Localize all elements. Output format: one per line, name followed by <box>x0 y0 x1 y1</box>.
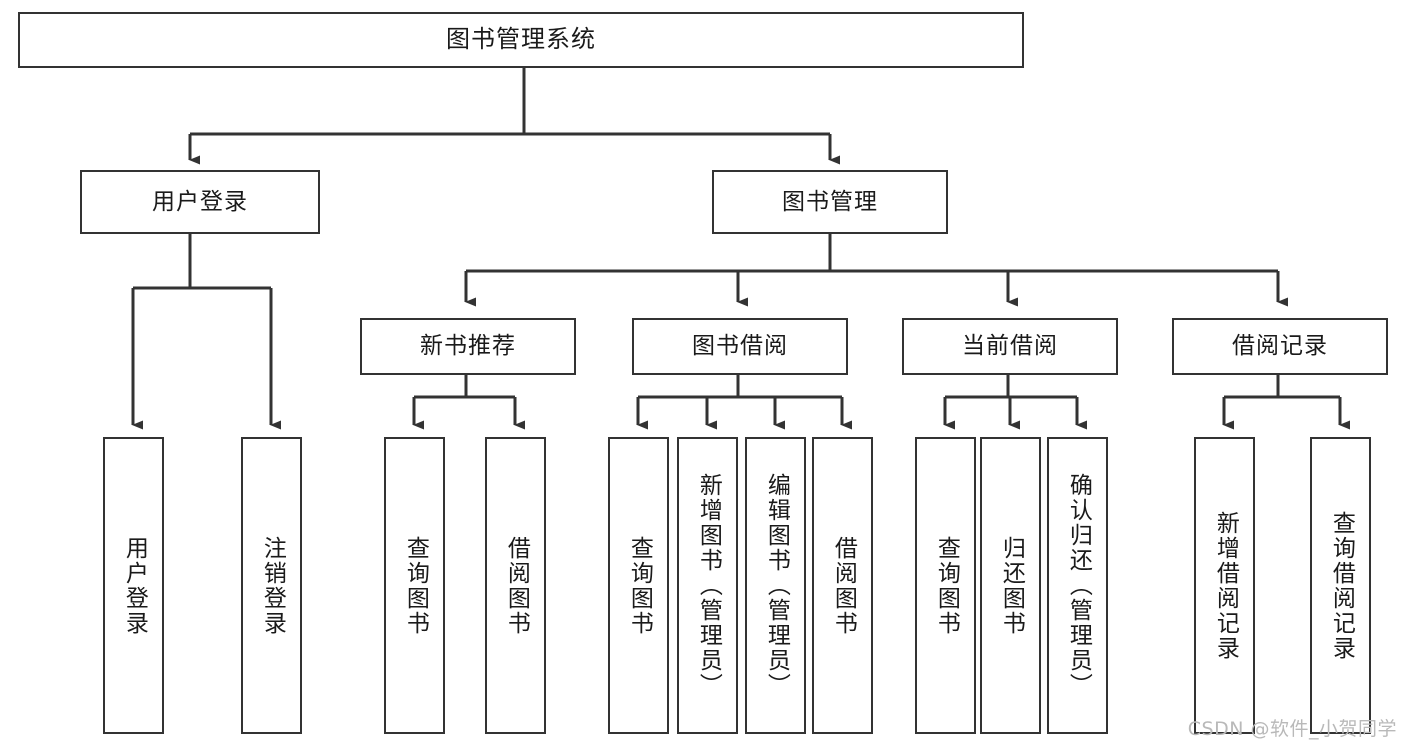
node-label: 归还图书 <box>998 535 1025 636</box>
node-new-book-recommend[interactable]: 新书推荐 <box>360 318 576 375</box>
node-label: 查询图书 <box>626 535 653 636</box>
leaf-user-login-logout[interactable]: 注销登录 <box>241 437 302 734</box>
node-label: 新增图书（管理员） <box>695 473 722 698</box>
node-book-borrow[interactable]: 图书借阅 <box>632 318 848 375</box>
node-label: 编辑图书（管理员） <box>763 473 790 698</box>
leaf-borrow-record-query[interactable]: 查询借阅记录 <box>1310 437 1371 734</box>
node-user-login[interactable]: 用户登录 <box>80 170 320 234</box>
node-label: 用户登录 <box>152 188 248 215</box>
node-label: 确认归还（管理员） <box>1065 473 1092 698</box>
node-label: 注销登录 <box>259 535 286 636</box>
node-label: 图书借阅 <box>692 333 788 360</box>
node-label: 图书管理系统 <box>446 25 596 54</box>
node-label: 图书管理 <box>782 188 878 215</box>
node-root-system[interactable]: 图书管理系统 <box>18 12 1024 68</box>
node-label: 新增借阅记录 <box>1212 510 1239 661</box>
leaf-book-borrow-query[interactable]: 查询图书 <box>608 437 669 734</box>
leaf-new-book-borrow[interactable]: 借阅图书 <box>485 437 546 734</box>
node-book-management[interactable]: 图书管理 <box>712 170 948 234</box>
node-label: 新书推荐 <box>420 333 516 360</box>
leaf-user-login-login[interactable]: 用户登录 <box>103 437 164 734</box>
node-label: 借阅图书 <box>830 535 857 636</box>
node-current-borrow[interactable]: 当前借阅 <box>902 318 1118 375</box>
leaf-current-borrow-confirm-return[interactable]: 确认归还（管理员） <box>1047 437 1108 734</box>
leaf-book-borrow-add[interactable]: 新增图书（管理员） <box>677 437 738 734</box>
leaf-book-borrow-borrow[interactable]: 借阅图书 <box>812 437 873 734</box>
node-label: 用户登录 <box>121 535 148 636</box>
node-label: 借阅记录 <box>1232 333 1328 360</box>
node-label: 查询借阅记录 <box>1328 510 1355 661</box>
node-borrow-record[interactable]: 借阅记录 <box>1172 318 1388 375</box>
leaf-new-book-query[interactable]: 查询图书 <box>384 437 445 734</box>
leaf-borrow-record-add[interactable]: 新增借阅记录 <box>1194 437 1255 734</box>
node-label: 当前借阅 <box>962 333 1058 360</box>
csdn-watermark: CSDN @软件_小贺同学 <box>1187 718 1397 740</box>
leaf-book-borrow-edit[interactable]: 编辑图书（管理员） <box>745 437 806 734</box>
leaf-current-borrow-query[interactable]: 查询图书 <box>915 437 976 734</box>
node-label: 借阅图书 <box>503 535 530 636</box>
leaf-current-borrow-return[interactable]: 归还图书 <box>980 437 1041 734</box>
node-label: 查询图书 <box>402 535 429 636</box>
node-label: 查询图书 <box>933 535 960 636</box>
